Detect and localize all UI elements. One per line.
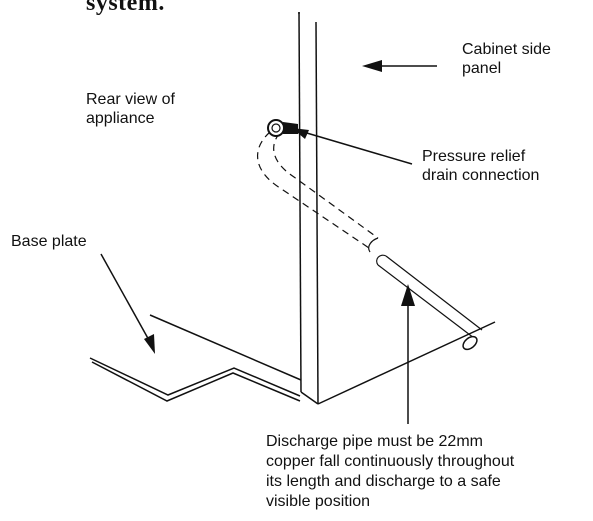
arrow-cabinet-side	[362, 60, 437, 72]
cabinet-bottom-edge	[149, 314, 496, 405]
base-plate	[89, 357, 301, 402]
arrow-base-plate	[100, 253, 155, 354]
label-line: drain connection	[422, 167, 540, 184]
discharge-pipe	[256, 124, 483, 339]
cabinet-side-panel	[298, 11, 319, 405]
label-cabinet-side-panel: Cabinet side panel	[462, 40, 551, 78]
label-line: visible position	[266, 493, 371, 510]
label-line: Base plate	[11, 233, 87, 250]
label-line: Cabinet side	[462, 41, 551, 58]
label-line: copper fall continuously throughout	[266, 453, 515, 470]
label-pressure-relief: Pressure relief drain connection	[422, 147, 539, 185]
label-line: appliance	[86, 110, 155, 127]
label-line: Discharge pipe must be 22mm	[266, 433, 483, 450]
label-line: its length and discharge to a safe	[266, 473, 501, 490]
pipe-outlet	[462, 335, 478, 351]
pressure-relief-connector	[267, 119, 298, 137]
label-discharge-pipe: Discharge pipe must be 22mm copper fall …	[266, 432, 514, 512]
label-base-plate: Base plate	[11, 232, 87, 251]
arrow-pressure-relief	[292, 128, 413, 165]
label-line: Pressure relief	[422, 148, 526, 165]
heading-text: system.	[86, 0, 165, 16]
label-line: Rear view of	[86, 91, 175, 108]
label-rear-view: Rear view of appliance	[86, 90, 175, 128]
arrow-discharge-pipe	[401, 284, 415, 424]
label-line: panel	[462, 60, 502, 77]
